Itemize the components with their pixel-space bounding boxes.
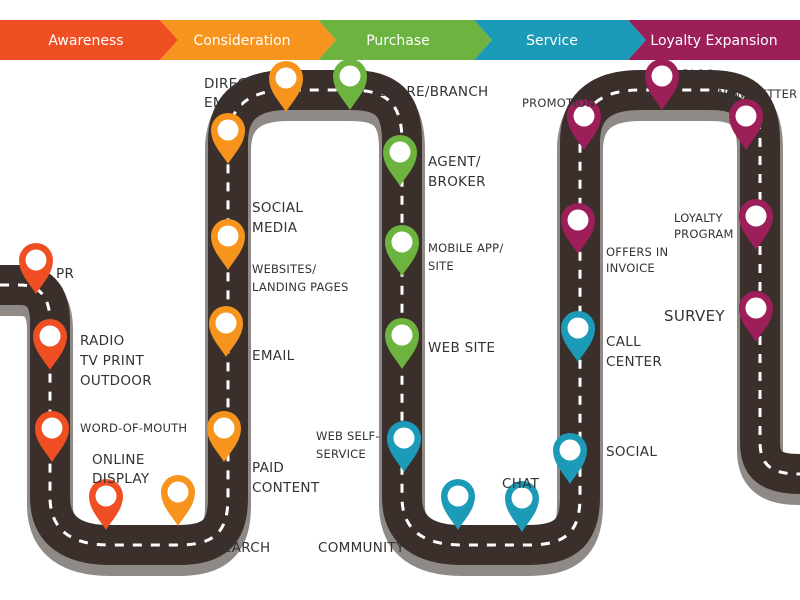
pin-center xyxy=(389,141,411,163)
map-pin-icon xyxy=(385,318,419,369)
label-email: EMAIL xyxy=(252,348,295,364)
map-pin-icon xyxy=(89,479,123,530)
map-pin-icon xyxy=(333,59,367,110)
map-pin-icon xyxy=(739,291,773,342)
pin-center xyxy=(511,487,533,509)
map-pin-icon xyxy=(729,99,763,150)
pin-center xyxy=(391,324,413,346)
map-pin-icon xyxy=(561,203,595,254)
label-social: SOCIAL xyxy=(606,444,657,460)
phase-chevron-consideration xyxy=(160,20,336,60)
pin-center xyxy=(41,417,63,439)
pin-center xyxy=(25,249,47,271)
map-pin-icon xyxy=(561,311,595,362)
road-center-dashes xyxy=(0,88,800,547)
pin-center xyxy=(745,297,767,319)
pin-center xyxy=(275,67,297,89)
map-pin-icon xyxy=(19,243,53,294)
label-loyalty-program: LOYALTY PROGRAM xyxy=(674,211,734,241)
label-web-self-service: WEB SELF- SERVICE xyxy=(316,429,384,461)
map-pin-icon xyxy=(207,411,241,462)
map-pin-icon xyxy=(645,59,679,110)
map-pin-icon xyxy=(161,475,195,526)
label-offers-in-invoice: OFFERS IN INVOICE xyxy=(606,245,672,275)
phase-label-purchase: Purchase xyxy=(366,33,430,49)
label-radio-tv-print-outdoor: RADIO TV PRINT OUTDOOR xyxy=(79,333,152,389)
pin-center xyxy=(95,485,117,507)
label-search: SEARCH xyxy=(214,540,270,556)
label-promotion: PROMOTION xyxy=(522,96,595,110)
label-paid-content: PAID CONTENT xyxy=(252,460,320,496)
pin-center xyxy=(567,209,589,231)
label-websites-landing-pages: WEBSITES/ LANDING PAGES xyxy=(252,262,349,294)
pin-center xyxy=(167,481,189,503)
pin-center xyxy=(651,65,673,87)
pin-center xyxy=(217,119,239,141)
map-pin-icon xyxy=(553,433,587,484)
label-newsletter: NEWSLETTER xyxy=(718,87,797,101)
phase-chevron-awareness xyxy=(0,20,178,60)
map-pin-icon xyxy=(505,481,539,532)
label-store-branch: STORE/BRANCH xyxy=(378,84,489,100)
label-community: COMMUNITY xyxy=(318,540,405,556)
phase-label-service: Service xyxy=(526,33,578,49)
pin-center xyxy=(213,417,235,439)
label-online-display: ONLINE DISPLAY xyxy=(92,452,150,487)
map-pin-icon xyxy=(209,306,243,357)
label-web-site: WEB SITE xyxy=(428,340,495,356)
map-pin-icon xyxy=(739,199,773,250)
map-pin-icon xyxy=(387,421,421,472)
pin-center xyxy=(39,325,61,347)
phase-label-loyalty: Loyalty Expansion xyxy=(650,33,777,49)
phase-label-consideration: Consideration xyxy=(193,33,290,49)
map-pin-icon xyxy=(33,319,67,370)
phase-label-awareness: Awareness xyxy=(48,33,123,49)
pin-center xyxy=(393,427,415,449)
label-direct-email: DIRECT EMAIL xyxy=(204,76,260,111)
map-pin-icon xyxy=(35,411,69,462)
map-pin-icon xyxy=(211,113,245,164)
label-word-of-mouth: WORD-OF-MOUTH xyxy=(80,421,187,435)
pin-center xyxy=(391,231,413,253)
label-survey: SURVEY xyxy=(664,307,725,325)
touchpoint-pins xyxy=(19,59,773,532)
phase-chevron-service xyxy=(474,20,646,60)
phase-chevron-loyalty xyxy=(628,20,800,60)
pin-center xyxy=(217,225,239,247)
pin-center xyxy=(745,205,767,227)
phase-banner: Awareness Consideration Purchase Service… xyxy=(0,20,800,60)
pin-center xyxy=(447,485,469,507)
label-pr: PR xyxy=(56,266,74,282)
label-social-media: SOCIAL MEDIA xyxy=(252,200,308,236)
label-mobile-app-site: MOBILE APP/ SITE xyxy=(428,241,507,273)
phase-chevron-purchase xyxy=(318,20,492,60)
pin-center xyxy=(573,105,595,127)
label-agent-broker: AGENT/ BROKER xyxy=(428,154,486,190)
pin-center xyxy=(567,317,589,339)
map-pin-icon xyxy=(385,225,419,276)
label-call-center: CALL CENTER xyxy=(606,334,662,370)
map-pin-icon xyxy=(211,219,245,270)
pin-center xyxy=(215,312,237,334)
label-blog: BLOG xyxy=(682,67,715,81)
label-chat: CHAT xyxy=(502,476,540,492)
map-pin-icon xyxy=(567,99,601,150)
touchpoint-labels: PR RADIO TV PRINT OUTDOOR WORD-OF-MOUTH … xyxy=(56,67,797,556)
map-pin-icon xyxy=(441,479,475,530)
pin-center xyxy=(559,439,581,461)
pin-center xyxy=(339,65,361,87)
pin-center xyxy=(735,105,757,127)
map-pin-icon xyxy=(269,61,303,112)
map-pin-icon xyxy=(383,135,417,186)
